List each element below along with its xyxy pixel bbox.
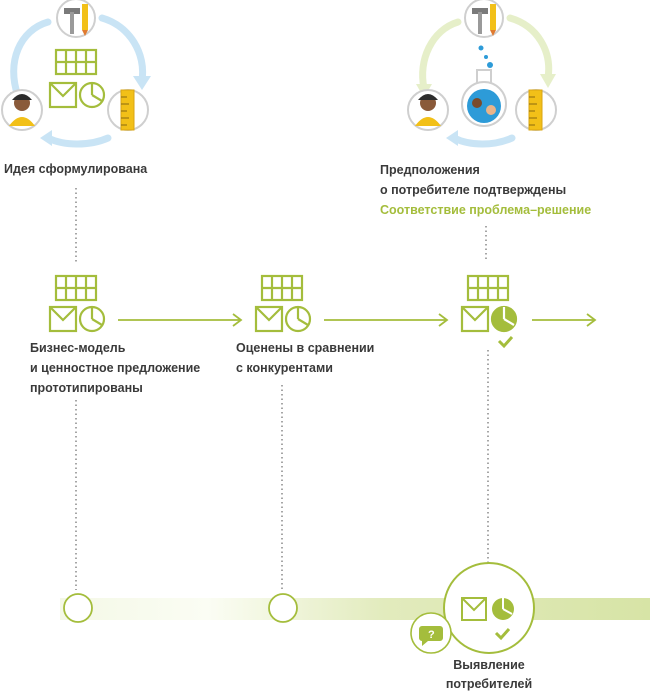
- canvas-icon: [48, 48, 106, 109]
- svg-text:?: ?: [428, 629, 435, 641]
- label-bm-3: прототипированы: [30, 381, 143, 395]
- cycle-arrow-left: [10, 18, 52, 100]
- canvas-icon: [254, 274, 312, 333]
- arrow-right-icon: [118, 313, 243, 327]
- ruler-icon: [107, 89, 149, 131]
- label-assumptions-2: о потребителе подтверждены: [380, 183, 567, 197]
- idea-cycle: [1, 0, 151, 148]
- cycle-arrow-right: [98, 14, 147, 84]
- flask-icon: [461, 69, 507, 127]
- validation-cycle: [407, 0, 557, 148]
- timeline-node[interactable]: [63, 593, 93, 623]
- checkmark-icon: [497, 336, 514, 349]
- label-discovery-1: Выявление: [453, 658, 525, 672]
- label-assumptions-1: Предположения: [380, 163, 480, 177]
- tools-icon: [56, 0, 96, 38]
- label-discovery-2: потребителей: [445, 677, 533, 691]
- canvas-icon: [48, 274, 106, 333]
- person-icon: [1, 89, 43, 131]
- timeline-band: [60, 598, 650, 620]
- arrow-right-icon: [532, 313, 597, 327]
- canvas-icon: [460, 274, 518, 333]
- cycle-arrow-bottom: [44, 134, 112, 148]
- customer-discovery-node[interactable]: [443, 562, 535, 654]
- label-compared-2: с конкурентами: [236, 361, 333, 375]
- label-problem-solution-fit: Соответствие проблема–решение: [380, 203, 592, 217]
- person-icon: [407, 89, 449, 131]
- checkmark-icon: [494, 628, 511, 641]
- label-compared-1: Оценены в сравнении: [236, 341, 375, 355]
- cycle-arrow-left: [419, 18, 462, 92]
- cycle-arrow-right: [506, 14, 553, 82]
- question-icon[interactable]: ?: [410, 612, 452, 654]
- ruler-icon: [515, 89, 557, 131]
- tools-icon: [464, 0, 504, 38]
- cycle-arrow-bottom: [450, 134, 516, 148]
- dotted-connectors: [75, 188, 489, 592]
- label-bm-2: и ценностное предложение: [30, 361, 201, 375]
- label-idea: Идея сформулирована: [4, 162, 148, 176]
- arrow-right-icon: [324, 313, 449, 327]
- timeline-node[interactable]: [268, 593, 298, 623]
- label-bm-1: Бизнес-модель: [30, 341, 126, 355]
